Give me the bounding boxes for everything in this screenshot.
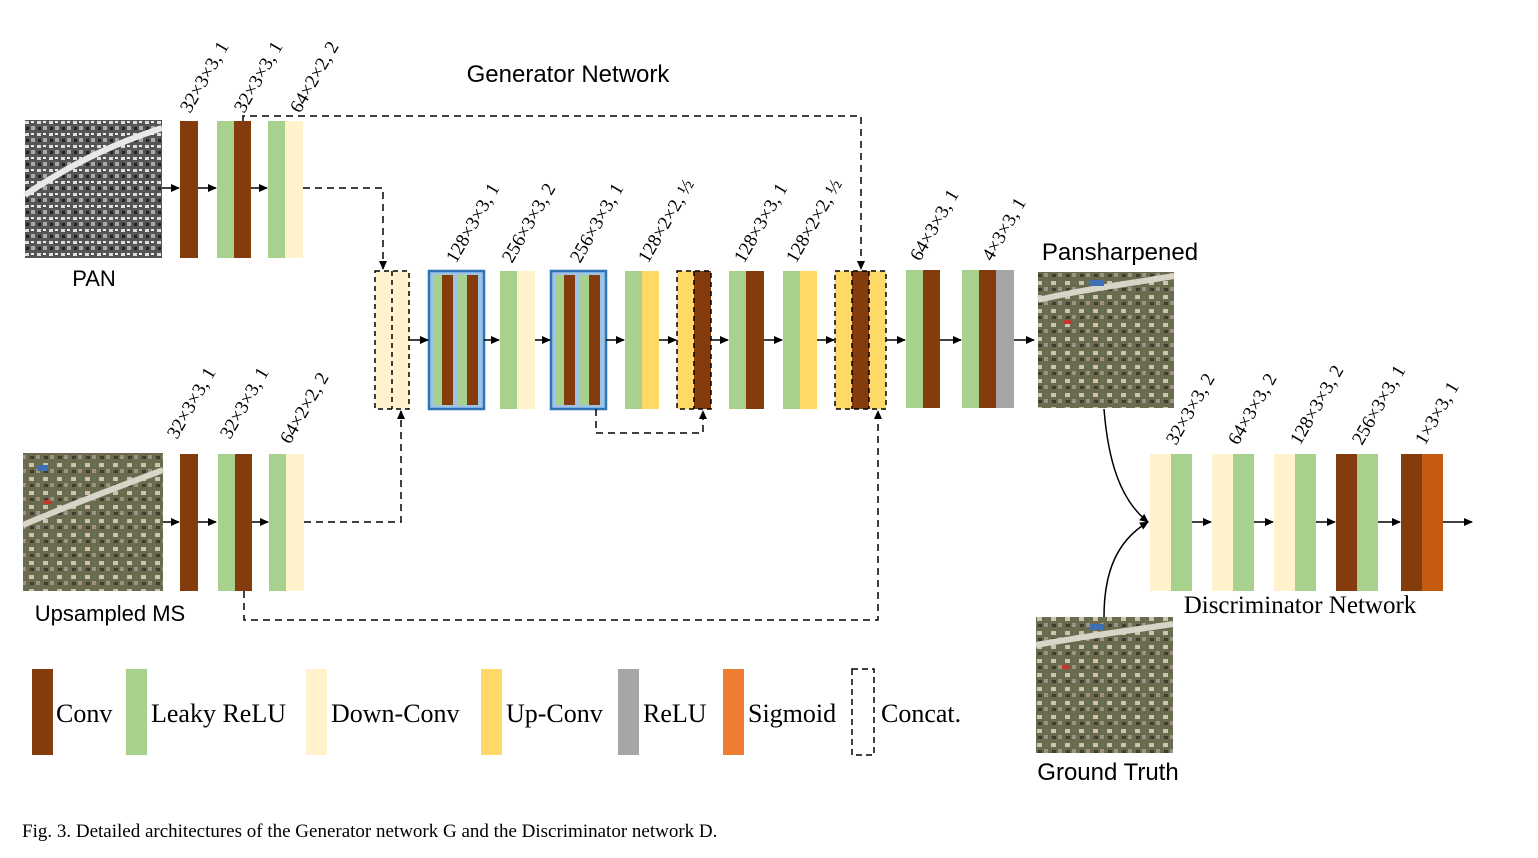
leaky-relu-layer — [625, 271, 642, 409]
layer-label: 256×3×3, 1 — [566, 180, 628, 267]
down-conv-layer — [1150, 454, 1171, 591]
legend-label: Concat. — [881, 699, 961, 728]
ms-image — [21, 453, 165, 591]
layer-label: 64×3×3, 2 — [1224, 370, 1281, 448]
conv-layer — [746, 271, 764, 409]
pan-branch — [180, 121, 303, 258]
concat-layer — [677, 271, 694, 409]
down-conv-layer — [1274, 454, 1295, 591]
skip-connections — [242, 115, 882, 621]
up-conv-layer — [642, 271, 659, 409]
legend-swatch-relu — [618, 669, 639, 755]
pansharpened-label: Pansharpened — [1042, 239, 1198, 266]
legend-label: Leaky ReLU — [151, 699, 286, 728]
pan-label: PAN — [72, 266, 116, 291]
layer-label: 128×2×2, ½ — [782, 176, 847, 267]
up-conv-layer — [800, 271, 817, 409]
layer-label: 128×2×2, ½ — [634, 176, 699, 267]
conv-layer — [180, 121, 198, 258]
conv-layer — [923, 270, 940, 408]
conv-layer — [235, 454, 252, 591]
conv-layer — [180, 454, 198, 591]
layer-label: 32×3×3, 1 — [163, 364, 220, 442]
leaky-relu-layer — [962, 270, 979, 408]
layer-label: 128×3×3, 1 — [442, 180, 504, 267]
conv-layer — [234, 121, 251, 258]
pansharpened-image — [1037, 272, 1175, 408]
layer-label: 32×3×3, 1 — [216, 364, 273, 442]
leaky-relu-layer — [1295, 454, 1316, 591]
down-conv-layer — [285, 121, 303, 258]
layer-label: 32×3×3, 1 — [176, 38, 233, 116]
ms-branch — [180, 454, 304, 591]
leaky-relu-layer — [217, 121, 234, 258]
concat-layer — [835, 271, 852, 409]
layer-label: 256×3×3, 2 — [498, 180, 560, 267]
legend: Conv Leaky ReLU Down-Conv Up-Conv ReLU S… — [32, 668, 961, 756]
down-conv-layer — [1212, 454, 1233, 591]
legend-swatch-concat — [851, 668, 875, 756]
legend-swatch-leaky-relu — [126, 669, 147, 755]
leaky-relu-layer — [729, 271, 746, 409]
layer-label: 32×3×3, 1 — [230, 38, 287, 116]
layer-label: 1×3×3, 1 — [1411, 378, 1464, 448]
leaky-relu-layer — [1171, 454, 1192, 591]
relu-layer — [996, 270, 1014, 408]
down-conv-layer — [517, 271, 535, 409]
legend-swatch-sigmoid — [723, 669, 744, 755]
leaky-relu-layer — [1233, 454, 1254, 591]
layer-label: 64×3×3, 1 — [906, 186, 963, 264]
legend-label: Down-Conv — [331, 699, 460, 728]
pan-image — [23, 120, 163, 258]
down-conv-layer — [286, 454, 304, 591]
generator-trunk — [374, 269, 1014, 411]
discriminator — [1150, 454, 1443, 591]
ground-truth-image — [1035, 617, 1174, 753]
legend-label: Sigmoid — [748, 699, 836, 728]
legend-label: Conv — [56, 699, 112, 728]
leaky-relu-layer — [906, 270, 923, 408]
legend-label: ReLU — [643, 699, 707, 728]
discriminator-title: Discriminator Network — [1184, 592, 1417, 619]
leaky-relu-layer — [1357, 454, 1378, 591]
sigmoid-layer — [1422, 454, 1443, 591]
layer-label: 4×3×3, 1 — [978, 194, 1031, 264]
legend-label: Up-Conv — [506, 699, 603, 728]
leaky-relu-layer — [783, 271, 800, 409]
layer-label: 256×3×3, 1 — [1348, 362, 1410, 449]
leaky-relu-layer — [269, 454, 286, 591]
generator-title: Generator Network — [467, 61, 671, 88]
leaky-relu-layer — [500, 271, 517, 409]
leaky-relu-layer — [218, 454, 235, 591]
ms-label: Upsampled MS — [35, 601, 185, 626]
leaky-relu-layer — [268, 121, 285, 258]
legend-swatch-up-conv — [481, 669, 502, 755]
figure-caption: Fig. 3. Detailed architectures of the Ge… — [22, 821, 717, 842]
layer-label: 64×2×2, 2 — [276, 369, 333, 447]
ground-truth-label: Ground Truth — [1037, 759, 1178, 786]
conv-layer — [1336, 454, 1357, 591]
legend-swatch-conv — [32, 669, 53, 755]
layer-label: 64×2×2, 2 — [286, 38, 343, 116]
layer-label: 128×3×3, 2 — [1286, 362, 1348, 449]
flow-arrows — [162, 184, 1473, 618]
legend-swatch-down-conv — [306, 669, 327, 755]
conv-layer — [979, 270, 996, 408]
conv-layer — [1401, 454, 1422, 591]
